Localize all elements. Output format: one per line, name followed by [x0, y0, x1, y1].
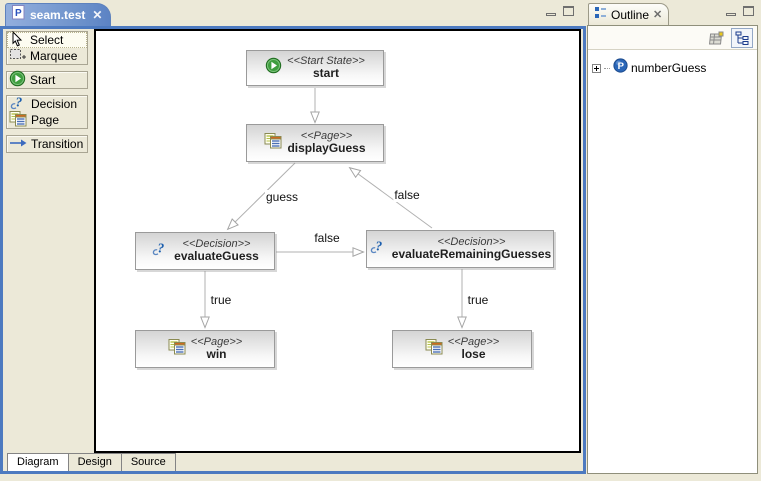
- editor-tab-seam-test[interactable]: P seam.test ✕: [5, 3, 112, 26]
- svg-text:P: P: [15, 8, 22, 19]
- node-name: win: [206, 347, 227, 362]
- node-name: displayGuess: [287, 141, 366, 156]
- svg-text:?: ?: [16, 95, 23, 110]
- diagram-node-lose[interactable]: <<Page>>lose: [392, 330, 532, 368]
- diagram-node-evaluateRemainingGuesses[interactable]: ? <<Decision>>evaluateRemainingGuesses: [366, 230, 554, 268]
- palette-tool-select[interactable]: Select: [7, 30, 87, 50]
- diagram-node-start[interactable]: <<Start State>>start: [246, 50, 384, 86]
- node-text: <<Page>>lose: [448, 336, 499, 362]
- decision-icon: ?: [9, 94, 27, 114]
- svg-text:P: P: [618, 61, 625, 72]
- outline-tree-item-numberGuess[interactable]: P numberGuess: [588, 50, 757, 78]
- outline-window-buttons: [726, 6, 754, 16]
- outline-view-icon: [594, 6, 607, 24]
- outline-title: Outline: [611, 7, 650, 22]
- page-icon: [425, 338, 443, 360]
- marquee-icon: [9, 47, 26, 66]
- palette-tool-label: Decision: [31, 97, 78, 111]
- diagram-node-evaluateGuess[interactable]: ? <<Decision>>evaluateGuess: [135, 232, 275, 270]
- palette-tool-page[interactable]: Page: [7, 110, 87, 130]
- seam-file-icon: P: [12, 5, 25, 25]
- palette-tool-marquee[interactable]: Marquee: [7, 48, 87, 64]
- transition-icon: [9, 137, 27, 152]
- edge-label-true[interactable]: true: [466, 293, 490, 307]
- diagram-node-displayGuess[interactable]: <<Page>>displayGuess: [246, 124, 384, 162]
- start-icon: [265, 57, 282, 79]
- node-name: evaluateRemainingGuesses: [391, 247, 552, 262]
- decision-icon: ?: [369, 238, 387, 260]
- pageflow-icon: P: [613, 58, 628, 78]
- node-stereotype: <<Decision>>: [437, 235, 506, 248]
- node-name: lose: [461, 347, 486, 362]
- editor-mode-tab-diagram[interactable]: Diagram: [7, 453, 69, 471]
- tree-connector: [604, 67, 610, 69]
- maximize-icon[interactable]: [563, 6, 574, 16]
- decision-icon: ?: [151, 240, 169, 262]
- tree-item-label: numberGuess: [631, 61, 707, 75]
- node-text: <<Decision>>evaluateRemainingGuesses: [392, 236, 551, 262]
- edge-label-false[interactable]: false: [393, 188, 421, 202]
- node-stereotype: <<Decision>>: [182, 237, 251, 250]
- page-icon: [264, 132, 282, 154]
- node-stereotype: <<Page>>: [300, 129, 353, 142]
- editor-mode-tab-source[interactable]: Source: [121, 453, 176, 471]
- palette-tool-label: Marquee: [30, 49, 78, 63]
- transition-edges-layer: [200, 88, 467, 329]
- node-name: evaluateGuess: [174, 249, 259, 264]
- page-icon: [9, 110, 27, 130]
- overview-mode-button[interactable]: [706, 28, 728, 48]
- node-stereotype: <<Page>>: [447, 335, 500, 348]
- close-icon[interactable]: ✕: [92, 8, 103, 22]
- palette-tool-label: Transition: [31, 137, 84, 151]
- palette-group: Start: [6, 70, 88, 90]
- edge-label-false[interactable]: false: [313, 231, 341, 245]
- outline-view: Outline ✕ P: [587, 2, 758, 474]
- minimize-icon[interactable]: [726, 12, 736, 16]
- start-icon: [9, 70, 26, 90]
- edge-label-true[interactable]: true: [209, 293, 233, 307]
- outline-body: P numberGuess: [587, 25, 758, 474]
- node-text: <<Start State>>start: [287, 55, 365, 81]
- node-name: start: [312, 66, 339, 81]
- node-stereotype: <<Page>>: [190, 335, 243, 348]
- node-text: <<Page>>displayGuess: [287, 130, 365, 156]
- node-text: <<Page>>win: [191, 336, 242, 362]
- node-stereotype: <<Start State>>: [287, 54, 365, 67]
- palette-tool-label: Start: [30, 73, 56, 87]
- outline-header: Outline ✕: [587, 2, 758, 25]
- maximize-icon[interactable]: [743, 6, 754, 16]
- diagram-node-win[interactable]: <<Page>>win: [135, 330, 275, 368]
- editor-tab-label: seam.test: [30, 8, 86, 22]
- palette-tool-transition[interactable]: Transition: [7, 136, 87, 152]
- outline-view-tab[interactable]: Outline ✕: [588, 3, 670, 25]
- palette-group: Transition: [6, 135, 88, 153]
- expand-plus-icon[interactable]: [592, 63, 601, 73]
- select-icon: [9, 30, 26, 50]
- palette-tool-decision[interactable]: ? Decision: [7, 94, 87, 114]
- palette-tool-label: Select: [30, 33, 64, 47]
- edge-label-guess[interactable]: guess: [264, 190, 300, 204]
- tree-mode-button[interactable]: [731, 27, 753, 48]
- palette-tool-start[interactable]: Start: [7, 70, 87, 90]
- editor-window-buttons: [546, 6, 574, 16]
- diagram-canvas[interactable]: guess false false true true <<Start State>>st…: [94, 29, 581, 453]
- editor-tab-strip: P seam.test ✕: [0, 0, 586, 26]
- palette-tool-label: Page: [31, 113, 60, 127]
- minimize-icon[interactable]: [546, 12, 556, 16]
- page-icon: [168, 338, 186, 360]
- svg-text:?: ?: [375, 239, 382, 254]
- editor-mode-tab-design[interactable]: Design: [68, 453, 122, 471]
- close-icon[interactable]: ✕: [653, 9, 663, 21]
- transition-edge-false[interactable]: [348, 166, 433, 229]
- svg-text:?: ?: [158, 241, 165, 256]
- outline-toolbar: [588, 26, 757, 50]
- node-text: <<Decision>>evaluateGuess: [174, 238, 259, 264]
- transition-edge-guess[interactable]: [226, 162, 296, 231]
